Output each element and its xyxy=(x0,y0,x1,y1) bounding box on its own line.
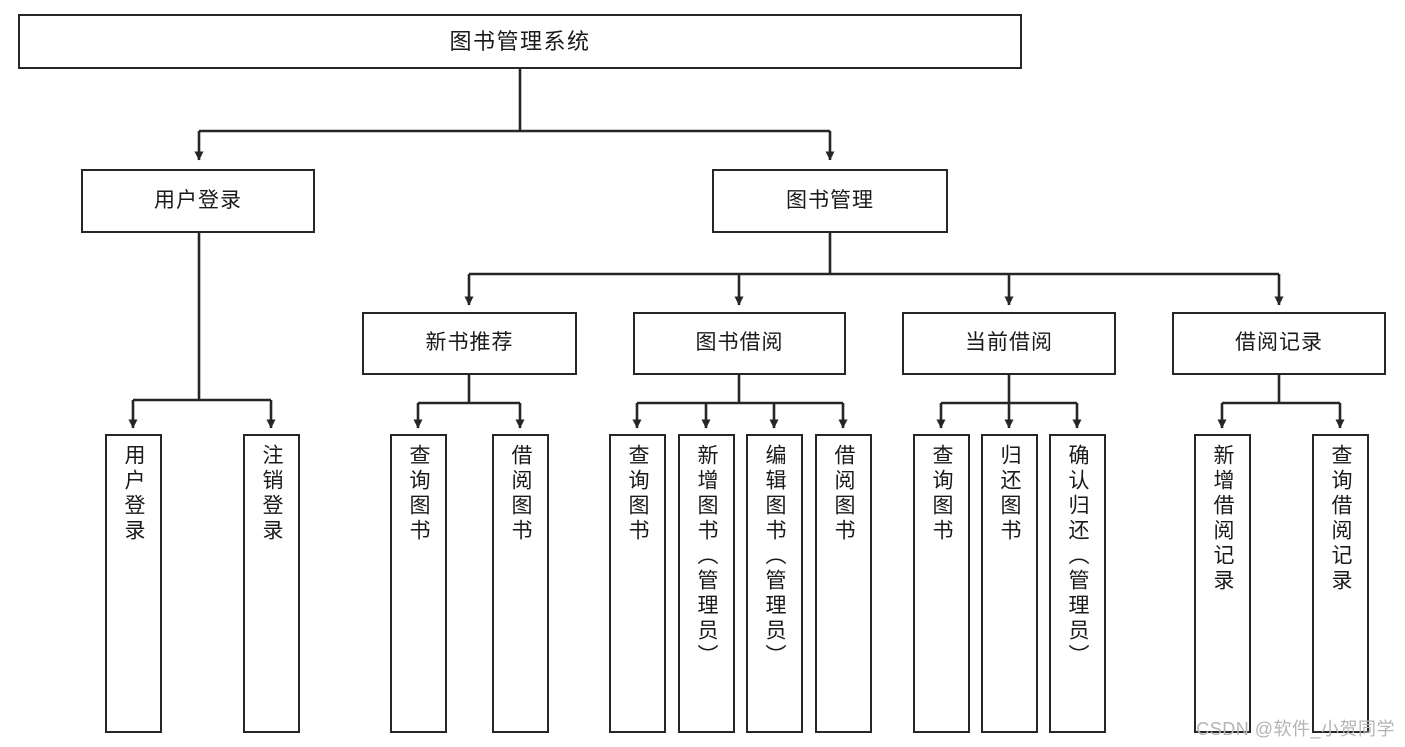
leaf-query-book-current[interactable]: 查询图书 xyxy=(913,434,970,733)
leaf-add-book-admin[interactable]: 新增图书（管理员） xyxy=(678,434,735,733)
node-label: 查询图书 xyxy=(930,444,953,544)
node-label: 当前借阅 xyxy=(965,331,1053,355)
leaf-confirm-return-admin[interactable]: 确认归还（管理员） xyxy=(1049,434,1106,733)
leaf-borrow-book-recommend[interactable]: 借阅图书 xyxy=(492,434,549,733)
node-label: 用户登录 xyxy=(122,444,145,544)
node-label: 用户登录 xyxy=(154,188,242,212)
node-label: 归还图书 xyxy=(998,444,1021,544)
node-root-system[interactable]: 图书管理系统 xyxy=(18,14,1022,69)
node-label: 借阅图书 xyxy=(509,444,532,544)
node-label: 新增图书（管理员） xyxy=(695,444,718,669)
leaf-query-book-recommend[interactable]: 查询图书 xyxy=(390,434,447,733)
leaf-query-book-borrow[interactable]: 查询图书 xyxy=(609,434,666,733)
node-new-book-recommend[interactable]: 新书推荐 xyxy=(362,312,577,375)
node-label: 确认归还（管理员） xyxy=(1066,444,1089,669)
leaf-user-login[interactable]: 用户登录 xyxy=(105,434,162,733)
node-label: 编辑图书（管理员） xyxy=(763,444,786,669)
node-label: 查询借阅记录 xyxy=(1329,444,1352,594)
node-label: 图书管理 xyxy=(786,188,874,212)
node-label: 借阅图书 xyxy=(832,444,855,544)
node-borrow-record[interactable]: 借阅记录 xyxy=(1172,312,1386,375)
node-label: 借阅记录 xyxy=(1235,331,1323,355)
node-label: 查询图书 xyxy=(626,444,649,544)
node-label: 图书管理系统 xyxy=(449,28,591,54)
node-book-management[interactable]: 图书管理 xyxy=(712,169,948,233)
node-book-borrow[interactable]: 图书借阅 xyxy=(633,312,846,375)
node-label: 新增借阅记录 xyxy=(1211,444,1234,594)
leaf-logout[interactable]: 注销登录 xyxy=(243,434,300,733)
node-label: 图书借阅 xyxy=(695,331,784,355)
node-label: 注销登录 xyxy=(260,444,283,544)
watermark-text: CSDN @软件_小贺同学 xyxy=(1196,719,1395,739)
leaf-borrow-book[interactable]: 借阅图书 xyxy=(815,434,872,733)
leaf-add-borrow-record[interactable]: 新增借阅记录 xyxy=(1194,434,1251,733)
leaf-query-borrow-record[interactable]: 查询借阅记录 xyxy=(1312,434,1369,733)
leaf-edit-book-admin[interactable]: 编辑图书（管理员） xyxy=(746,434,803,733)
leaf-return-book[interactable]: 归还图书 xyxy=(981,434,1038,733)
node-label: 新书推荐 xyxy=(425,331,514,355)
node-label: 查询图书 xyxy=(407,444,430,544)
node-user-login[interactable]: 用户登录 xyxy=(81,169,315,233)
node-current-borrow[interactable]: 当前借阅 xyxy=(902,312,1116,375)
